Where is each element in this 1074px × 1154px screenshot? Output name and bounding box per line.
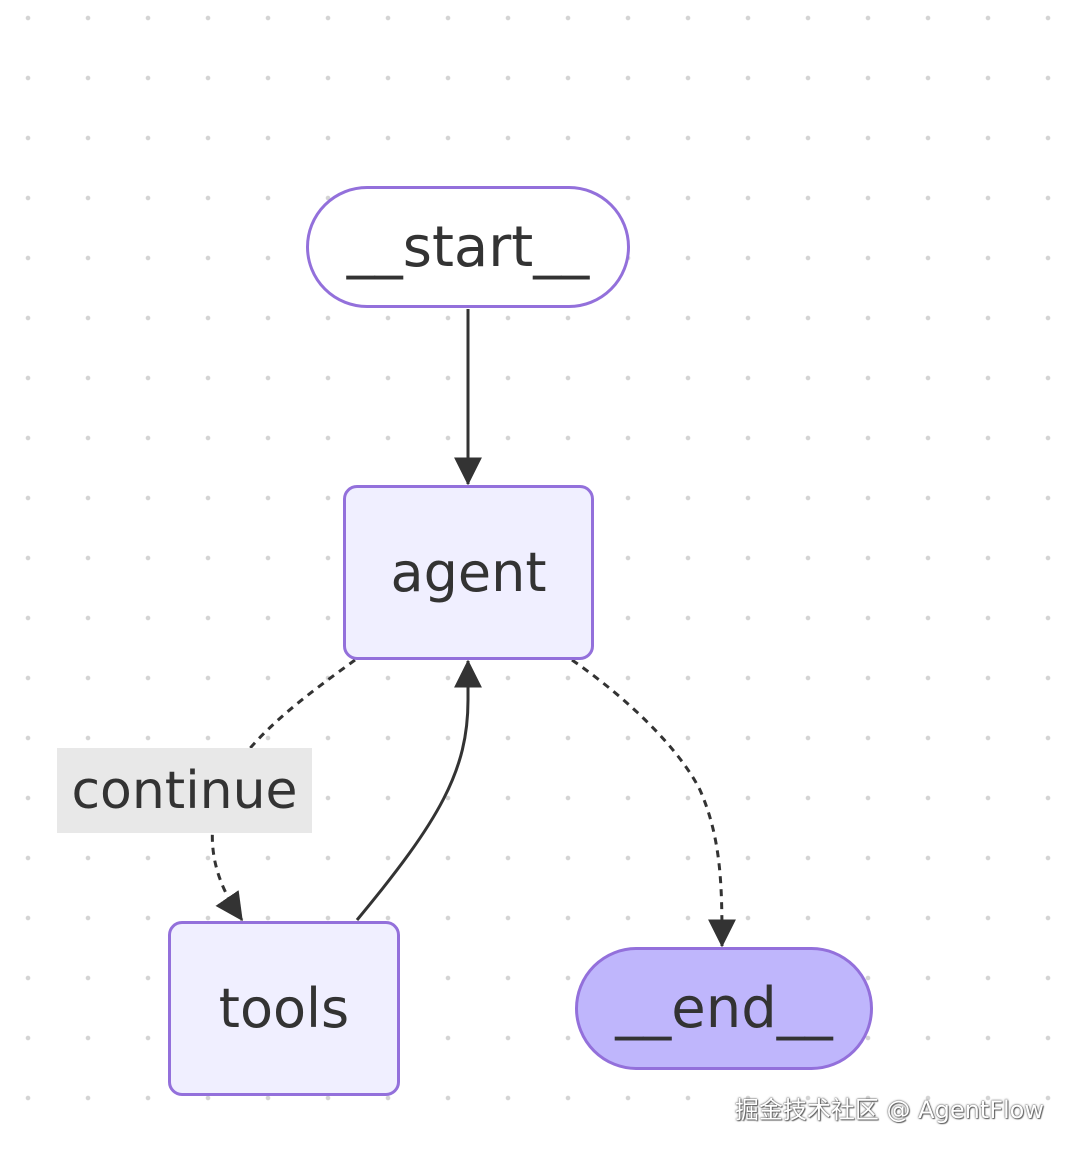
edge-tools-to-agent xyxy=(355,659,482,921)
edge-label-continue: continue xyxy=(57,748,312,833)
edge-agent-to-tools xyxy=(210,658,356,922)
node-agent[interactable]: agent xyxy=(343,485,594,660)
node-agent-label: agent xyxy=(390,541,547,604)
node-tools[interactable]: tools xyxy=(168,921,400,1096)
node-end-label: __end__ xyxy=(615,976,833,1041)
node-start-label: __start__ xyxy=(346,214,590,280)
edge-agent-to-end xyxy=(571,658,736,948)
node-end[interactable]: __end__ xyxy=(575,947,873,1070)
watermark: 掘金技术社区 @ AgentFlow xyxy=(734,1096,1044,1124)
node-start[interactable]: __start__ xyxy=(306,186,630,308)
node-tools-label: tools xyxy=(218,977,350,1040)
